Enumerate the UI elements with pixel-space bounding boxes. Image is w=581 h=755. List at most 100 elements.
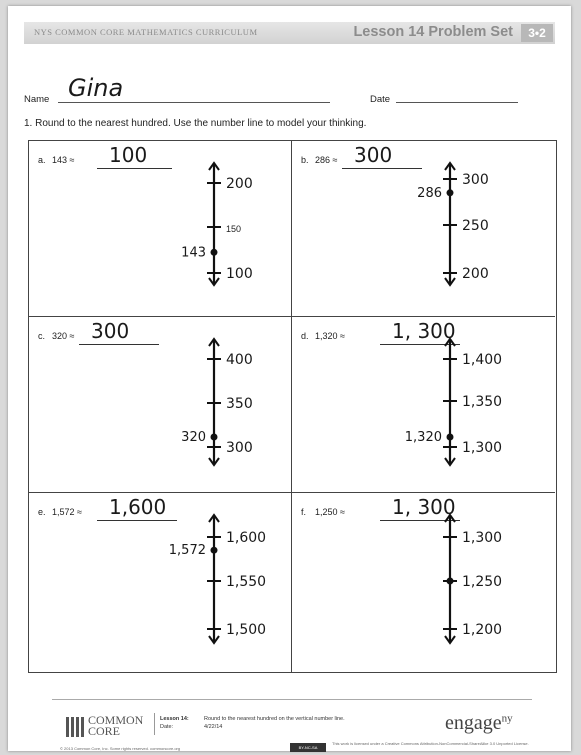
tick-label-mid: 350 bbox=[226, 396, 253, 412]
footer-divider bbox=[52, 699, 532, 700]
number-line-f: 1,300 1,250 1,200 bbox=[443, 513, 502, 645]
problem-label-a: a. 143 ≈ bbox=[38, 155, 74, 165]
common-core-bars-icon bbox=[66, 717, 84, 737]
lesson-title: Lesson 14 Problem Set bbox=[353, 24, 513, 40]
footer-desc-text: Round to the nearest hundred on the vert… bbox=[204, 716, 345, 722]
problem-expression: 143 ≈ bbox=[52, 155, 75, 165]
tick-label-bottom: 100 bbox=[226, 266, 253, 282]
problem-letter: e. bbox=[38, 507, 46, 517]
name-label: Name bbox=[24, 94, 50, 105]
plotted-point bbox=[210, 433, 218, 441]
problem-cell-d: d. 1,320 ≈ 1, 300 1,400 1,350 1,300 1,320 bbox=[292, 317, 555, 493]
tick-label-mid: 1,250 bbox=[462, 574, 502, 590]
tick-label-bottom: 200 bbox=[462, 266, 489, 282]
tick-label-bottom: 300 bbox=[226, 440, 253, 456]
worksheet-page: NYS COMMON CORE MATHEMATICS CURRICULUM L… bbox=[8, 6, 571, 752]
tick-label-bottom: 1,500 bbox=[226, 622, 266, 638]
header-bar: NYS COMMON CORE MATHEMATICS CURRICULUM L… bbox=[24, 22, 555, 44]
cc-license-badge: BY-NC-SA bbox=[290, 743, 326, 752]
problem-cell-a: a. 143 ≈ 100 200 150 100 143 bbox=[29, 141, 292, 317]
problem-expression: 1,250 ≈ bbox=[315, 507, 345, 517]
answer-value-c: 300 bbox=[91, 319, 130, 343]
problem-letter: a. bbox=[38, 155, 46, 165]
number-line-c: 400 350 300 320 bbox=[181, 337, 253, 467]
tick-label-top: 1,300 bbox=[462, 530, 502, 546]
tick-label-mid: 150 bbox=[226, 224, 241, 234]
up-arrow-icon bbox=[444, 337, 456, 347]
problem-label-f: f. 1,250 ≈ bbox=[301, 507, 345, 517]
grade-module-badge: 3•2 bbox=[521, 24, 553, 42]
problem-letter: d. bbox=[301, 331, 309, 341]
down-arrow-icon bbox=[444, 457, 456, 467]
plotted-point bbox=[210, 546, 218, 554]
down-arrow-icon bbox=[208, 277, 220, 287]
question-text: 1. Round to the nearest hundred. Use the… bbox=[24, 118, 367, 129]
up-arrow-icon bbox=[208, 161, 220, 171]
problem-expression: 1,572 ≈ bbox=[52, 507, 82, 517]
name-value: Gina bbox=[68, 74, 124, 102]
curriculum-title: NYS COMMON CORE MATHEMATICS CURRICULUM bbox=[34, 27, 258, 37]
tick-label-bottom: 1,300 bbox=[462, 440, 502, 456]
plotted-point-label: 320 bbox=[181, 430, 206, 445]
footer-labels: Lesson 14: Date: bbox=[160, 715, 189, 731]
plotted-point-label: 1,320 bbox=[405, 430, 442, 445]
problem-letter: f. bbox=[301, 507, 307, 517]
footer-date-value: 4/22/14 bbox=[204, 724, 223, 730]
down-arrow-icon bbox=[208, 635, 220, 645]
answer-line bbox=[97, 520, 177, 521]
tick-label-top: 1,400 bbox=[462, 352, 502, 368]
brand-text: engage bbox=[445, 712, 502, 734]
plotted-point-label: 143 bbox=[181, 245, 206, 260]
copyright-text: © 2013 Common Core, Inc. Some rights res… bbox=[60, 746, 181, 751]
down-arrow-icon bbox=[444, 277, 456, 287]
date-line bbox=[396, 102, 518, 103]
up-arrow-icon bbox=[444, 513, 456, 523]
problem-cell-c: c. 320 ≈ 300 400 350 300 320 bbox=[29, 317, 292, 493]
tick-label-bottom: 1,200 bbox=[462, 622, 502, 638]
tick-label-top: 200 bbox=[226, 176, 253, 192]
problem-expression: 1,320 ≈ bbox=[315, 331, 345, 341]
plotted-point-label: 286 bbox=[417, 186, 442, 201]
tick-label-mid: 1,550 bbox=[226, 574, 266, 590]
plotted-point bbox=[210, 248, 218, 256]
problem-expression: 320 ≈ bbox=[52, 331, 75, 341]
problem-label-d: d. 1,320 ≈ bbox=[301, 331, 345, 341]
tick-label-top: 300 bbox=[462, 172, 489, 188]
answer-value-a: 100 bbox=[109, 143, 148, 167]
answer-line bbox=[97, 168, 172, 169]
logo-line-2: CORE bbox=[88, 724, 121, 738]
date-label: Date bbox=[370, 94, 391, 105]
up-arrow-icon bbox=[444, 161, 456, 171]
tick-label-top: 400 bbox=[226, 352, 253, 368]
tick-label-top: 1,600 bbox=[226, 530, 266, 546]
logo-line-1: COMMON bbox=[88, 713, 144, 727]
problem-letter: c. bbox=[38, 331, 46, 341]
name-line bbox=[58, 102, 330, 103]
answer-value-d: 1, 300 bbox=[392, 319, 456, 343]
license-text: This work is licensed under a Creative C… bbox=[332, 741, 529, 746]
problem-letter: b. bbox=[301, 155, 309, 165]
tick-label-mid: 1,350 bbox=[462, 394, 502, 410]
footer-date-label: Date: bbox=[160, 724, 174, 730]
plotted-point bbox=[446, 577, 454, 585]
answer-line bbox=[342, 168, 422, 169]
number-line-d: 1,400 1,350 1,300 1,320 bbox=[405, 337, 502, 467]
answer-line bbox=[380, 520, 460, 521]
number-line-e: 1,600 1,550 1,500 1,572 bbox=[169, 513, 266, 645]
plotted-point bbox=[446, 433, 454, 441]
answer-line bbox=[79, 344, 159, 345]
tick-label-mid: 250 bbox=[462, 218, 489, 234]
answer-value-b: 300 bbox=[354, 143, 393, 167]
engage-ny-logo: engageny bbox=[445, 712, 513, 735]
footer-lesson-label: Lesson 14: bbox=[160, 716, 189, 722]
footer-description: Round to the nearest hundred on the vert… bbox=[204, 715, 345, 731]
number-line-b: 300 250 200 286 bbox=[417, 161, 489, 287]
problem-label-e: e. 1,572 ≈ bbox=[38, 507, 82, 517]
problem-cell-e: e. 1,572 ≈ 1,600 1,600 1,550 1,500 1,572 bbox=[29, 493, 292, 672]
answer-value-e: 1,600 bbox=[109, 495, 167, 519]
answer-line bbox=[380, 344, 460, 345]
plotted-point-label: 1,572 bbox=[169, 543, 206, 558]
problem-label-c: c. 320 ≈ bbox=[38, 331, 74, 341]
